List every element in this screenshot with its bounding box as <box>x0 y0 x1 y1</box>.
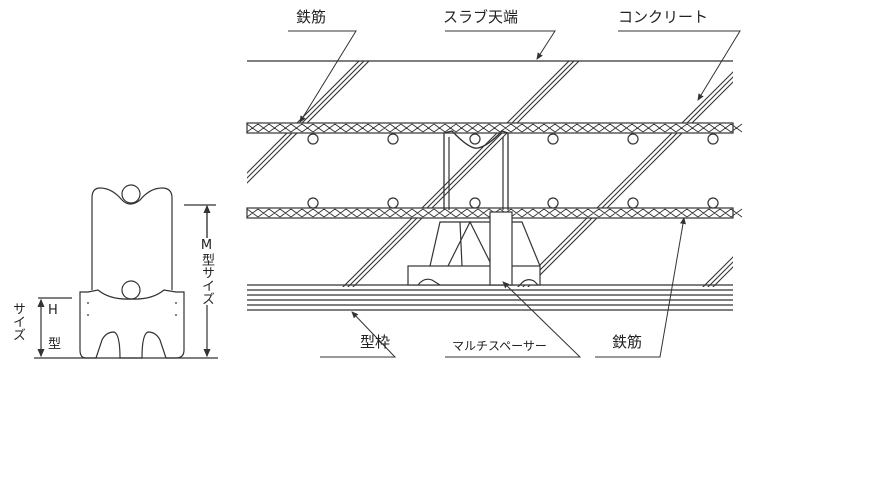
rebar-bar-upper <box>547 133 559 145</box>
leader-slab-top <box>445 30 556 60</box>
hatch-line <box>342 61 570 287</box>
spacer-post <box>489 211 513 286</box>
hatch-line <box>247 61 365 179</box>
spacer-wire-inner <box>448 137 504 210</box>
hatch-line <box>707 261 733 287</box>
label-rebar-bottom: 鉄筋 <box>612 333 643 351</box>
rebar-mesh <box>246 208 743 218</box>
label-h-type: 型 <box>48 337 62 352</box>
hatch-line <box>352 61 580 287</box>
concrete-hatch <box>247 61 733 287</box>
hatch-line <box>347 61 575 287</box>
rebar-bar-upper <box>307 133 319 145</box>
rebar-bar-upper <box>707 133 719 145</box>
label-m-size: M型サイズ <box>199 238 214 305</box>
label-concrete: コンクリート <box>618 8 709 26</box>
rebar-mesh <box>246 123 743 133</box>
rebar-bar-lower <box>307 197 319 209</box>
leader-rebar-bottom <box>595 217 686 358</box>
rebar-band <box>246 122 734 134</box>
hatch-line <box>247 61 370 184</box>
leader-formwork <box>320 311 397 358</box>
hatch-line <box>702 256 733 287</box>
rebar-bar-lower <box>469 197 481 209</box>
m-spacer-rebar <box>121 184 141 204</box>
rebar-bar-upper <box>627 133 639 145</box>
hatch-line <box>527 81 733 287</box>
hatch-line <box>522 76 733 287</box>
rebar-bar-lower <box>387 197 399 209</box>
rebar-bar-lower <box>707 197 719 209</box>
spacer-legs <box>429 220 541 267</box>
label-h-letter: H <box>48 303 58 318</box>
rebar-bar-upper <box>387 133 399 145</box>
h-spacer-rebar <box>121 280 141 300</box>
label-multi-spacer: マルチスペーサー <box>452 339 547 353</box>
h-spacer-outline <box>79 289 185 359</box>
m-spacer-outline <box>91 187 173 290</box>
rebar-bar-lower <box>627 197 639 209</box>
label-rebar-top: 鉄筋 <box>296 8 327 26</box>
leader-rebar-top <box>288 30 357 123</box>
leader-multi-spacer <box>445 281 582 358</box>
leader-concrete <box>618 30 741 101</box>
spacer-base <box>407 265 541 286</box>
hatch-line <box>517 71 733 287</box>
label-h-size: サイズ <box>10 302 25 341</box>
rebar-bar-lower <box>547 197 559 209</box>
h-spacer-marks <box>87 302 177 316</box>
label-slab-top: スラブ天端 <box>443 8 519 26</box>
spacer-feet <box>417 278 539 286</box>
spacer-wire <box>443 130 509 210</box>
label-formwork: 型枠 <box>360 333 391 351</box>
hatch-line <box>247 61 360 174</box>
rebar-bar-upper <box>469 133 481 145</box>
